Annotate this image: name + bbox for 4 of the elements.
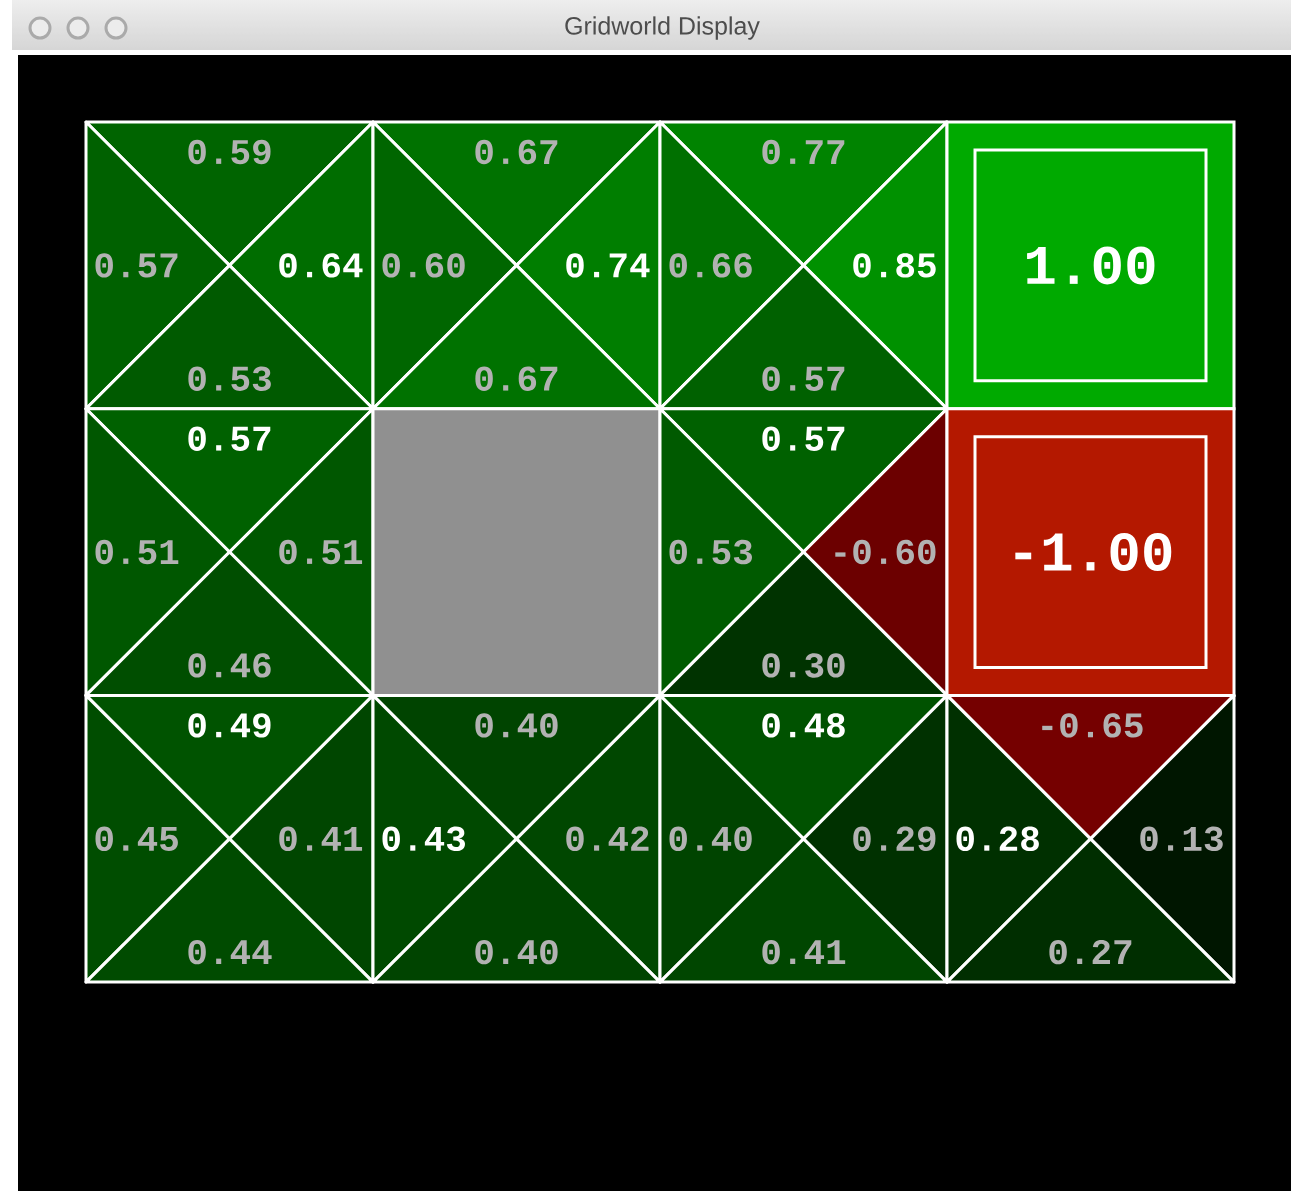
terminal-cell: 1.00: [945, 120, 1236, 411]
terminal-cell: -1.00: [945, 407, 1236, 697]
wall-cell: [371, 407, 662, 697]
window-title: Gridworld Display: [565, 16, 760, 40]
